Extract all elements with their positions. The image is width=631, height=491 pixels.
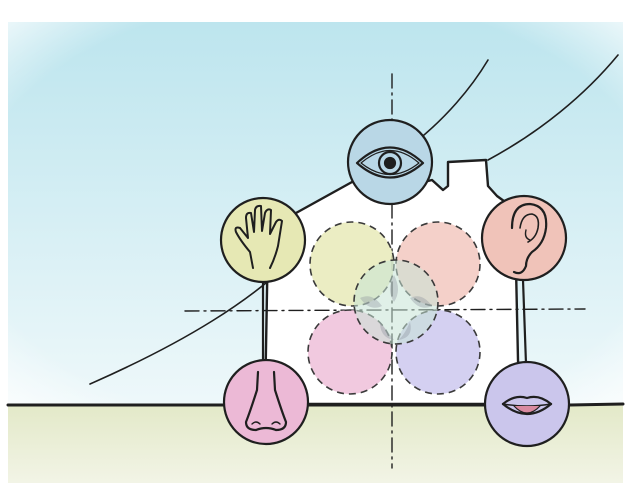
connector-hearing-taste [521, 278, 528, 366]
ground-line [6, 402, 625, 407]
horizontal-axis-line [184, 308, 586, 312]
eye-icon [355, 146, 425, 179]
nose-icon [244, 370, 288, 432]
sense-sight [346, 118, 434, 206]
sense-taste [483, 360, 571, 448]
overlap-circles [307, 221, 481, 395]
touch-circle [219, 196, 307, 284]
smell-circle [222, 358, 310, 446]
sense-hearing [480, 194, 568, 282]
ear-icon [510, 202, 548, 275]
mouth-icon [501, 395, 553, 416]
hand-icon [234, 204, 283, 269]
sense-smell [222, 358, 310, 446]
overlap-circle-center [353, 259, 439, 345]
taste-circle [483, 360, 571, 448]
overlap-lenses [360, 275, 432, 340]
sun-path-arc-upper [417, 59, 489, 141]
sense-touch [219, 196, 307, 284]
hearing-circle [480, 194, 568, 282]
sun-path-arc-right [487, 54, 619, 161]
